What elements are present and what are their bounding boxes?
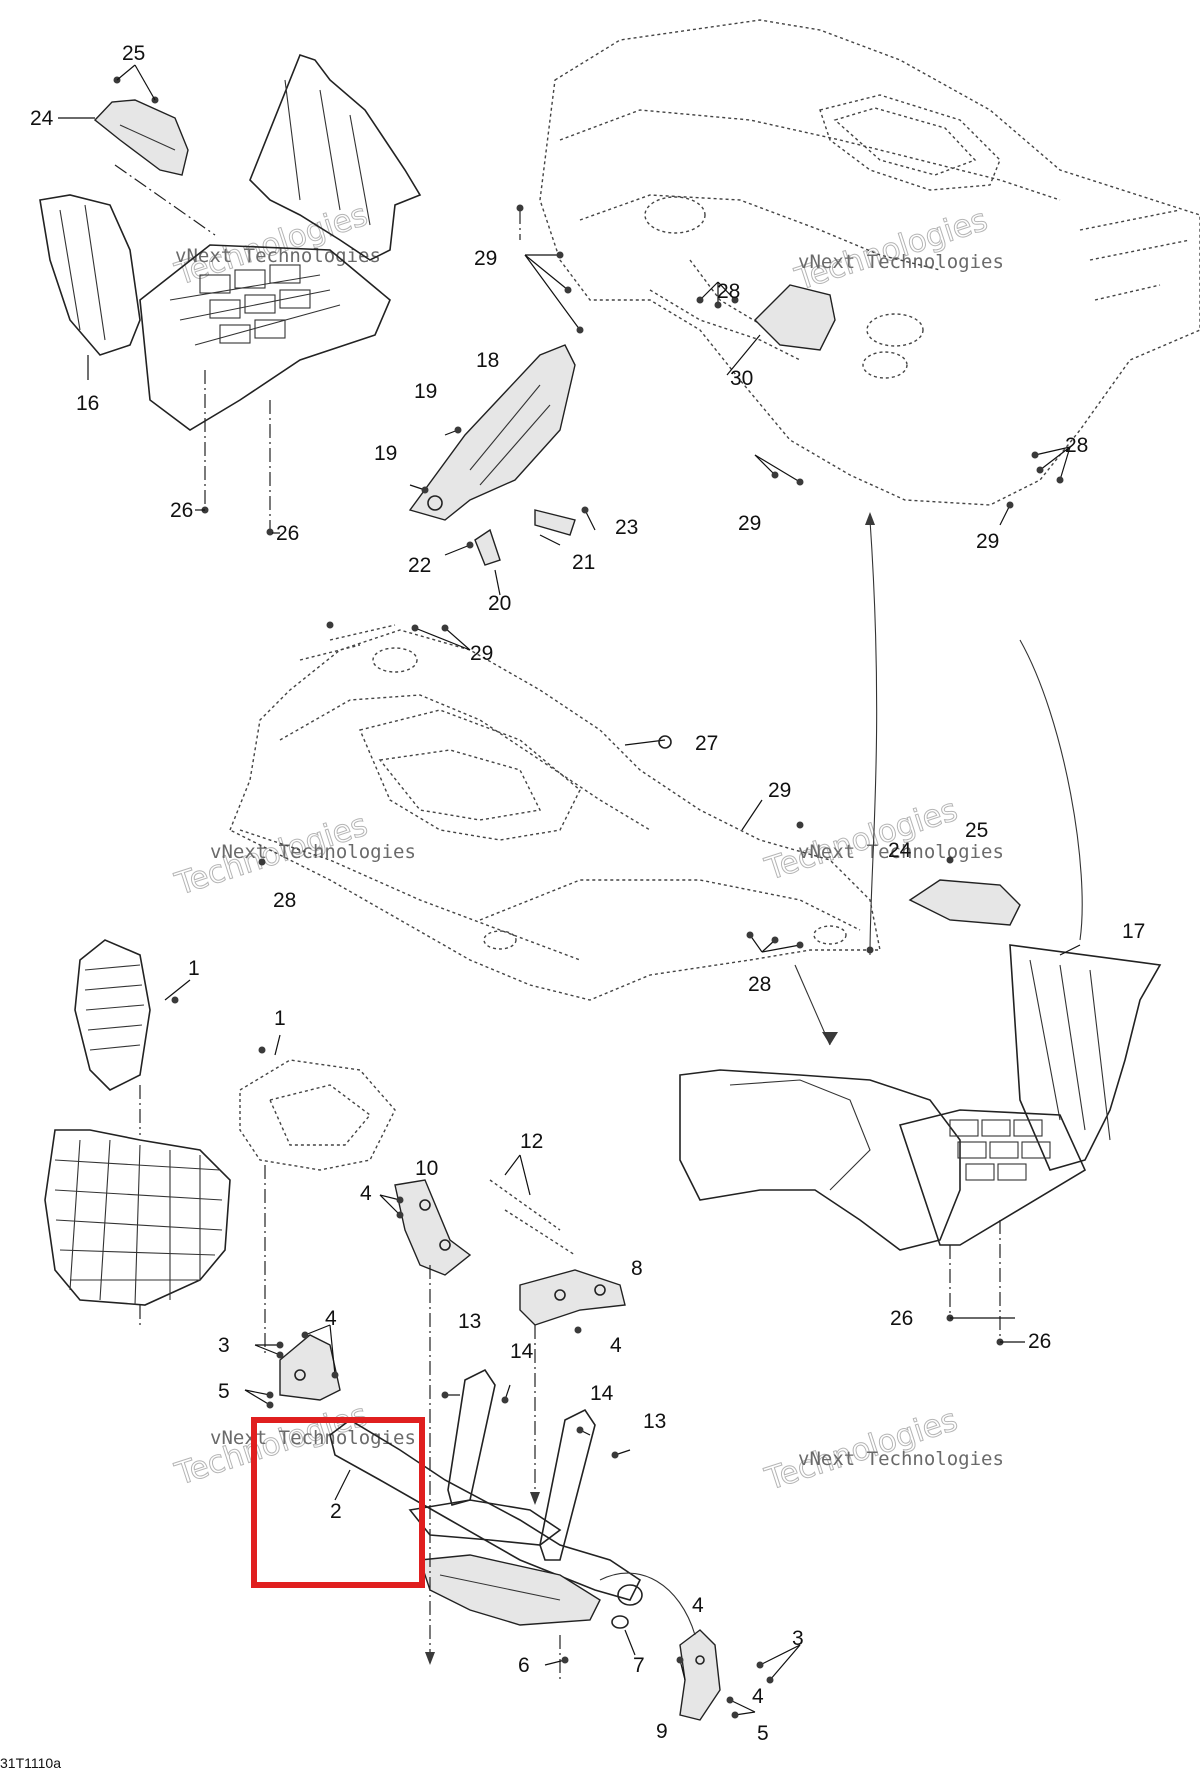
callout-29: 29 [474, 247, 497, 270]
callout-6: 6 [518, 1654, 530, 1677]
watermark-text: vNext Technologies [210, 841, 416, 863]
watermark-text: vNext Technologies [210, 1427, 416, 1449]
callout-1: 1 [274, 1007, 286, 1030]
callout-12: 12 [520, 1130, 543, 1153]
callout-13: 13 [643, 1410, 666, 1433]
callout-17: 17 [1122, 920, 1145, 943]
callout-29: 29 [738, 512, 761, 535]
watermark-text: vNext Technologies [798, 1448, 1004, 1470]
callout-21: 21 [572, 551, 595, 574]
callout-1: 1 [188, 957, 200, 980]
watermark-text: vNext Technologies [798, 251, 1004, 273]
callout-10: 10 [415, 1157, 438, 1180]
callout-19: 19 [374, 442, 397, 465]
callout-3: 3 [218, 1334, 230, 1357]
watermark-outline: Technologies [790, 202, 991, 298]
callout-22: 22 [408, 554, 431, 577]
callout-25: 25 [122, 42, 145, 65]
callout-leaders [58, 64, 1081, 1501]
front-grille-assembly [44, 939, 396, 1355]
callout-4: 4 [752, 1685, 764, 1708]
callout-8: 8 [631, 1257, 643, 1280]
callout-16: 16 [76, 392, 99, 415]
callout-26: 26 [276, 522, 299, 545]
highlight-box [251, 1417, 425, 1588]
callout-labels: 25 24 16 26 26 29 28 30 29 28 29 18 19 1… [30, 42, 1145, 1745]
callout-30: 30 [730, 367, 753, 390]
front-fender-assembly [229, 624, 881, 1001]
floorboard-grid [199, 264, 311, 344]
callout-4: 4 [325, 1307, 337, 1330]
floorboard-grid [949, 1119, 1051, 1181]
callout-3: 3 [792, 1627, 804, 1650]
callout-23: 23 [615, 516, 638, 539]
callout-9: 9 [656, 1720, 668, 1743]
front-bumper-assembly [244, 1154, 801, 1721]
right-footrest-assembly [679, 879, 1162, 1340]
callout-20: 20 [488, 592, 511, 615]
callout-28: 28 [1065, 434, 1088, 457]
callout-14: 14 [510, 1340, 534, 1363]
callout-28: 28 [717, 280, 740, 303]
callout-29: 29 [976, 530, 999, 553]
callout-7: 7 [633, 1654, 645, 1677]
callout-19: 19 [414, 380, 437, 403]
callout-4: 4 [692, 1594, 704, 1617]
callout-25: 25 [965, 819, 988, 842]
callout-2: 2 [330, 1500, 342, 1523]
callout-4: 4 [610, 1334, 622, 1357]
rear-fender-assembly [519, 19, 1200, 526]
callout-28: 28 [273, 889, 296, 912]
callout-26: 26 [1028, 1330, 1051, 1353]
fastener-dots [113, 76, 1064, 1719]
callout-18: 18 [476, 349, 499, 372]
callout-24: 24 [888, 839, 912, 862]
callout-26: 26 [890, 1307, 913, 1330]
callout-14: 14 [590, 1382, 614, 1405]
figure-reference: 31T1110a [0, 1755, 61, 1771]
callout-26: 26 [170, 499, 193, 522]
watermark-outline: Technologies [760, 792, 961, 888]
callout-5: 5 [757, 1722, 769, 1745]
callout-29: 29 [470, 642, 493, 665]
callout-13: 13 [458, 1310, 481, 1333]
bracket-assembly [408, 344, 596, 596]
callout-28: 28 [748, 973, 771, 996]
callout-5: 5 [218, 1380, 230, 1403]
callout-4: 4 [360, 1182, 372, 1205]
callout-29: 29 [768, 779, 791, 802]
callout-27: 27 [695, 732, 718, 755]
callout-24: 24 [30, 107, 54, 130]
left-footrest-assembly [39, 54, 422, 530]
